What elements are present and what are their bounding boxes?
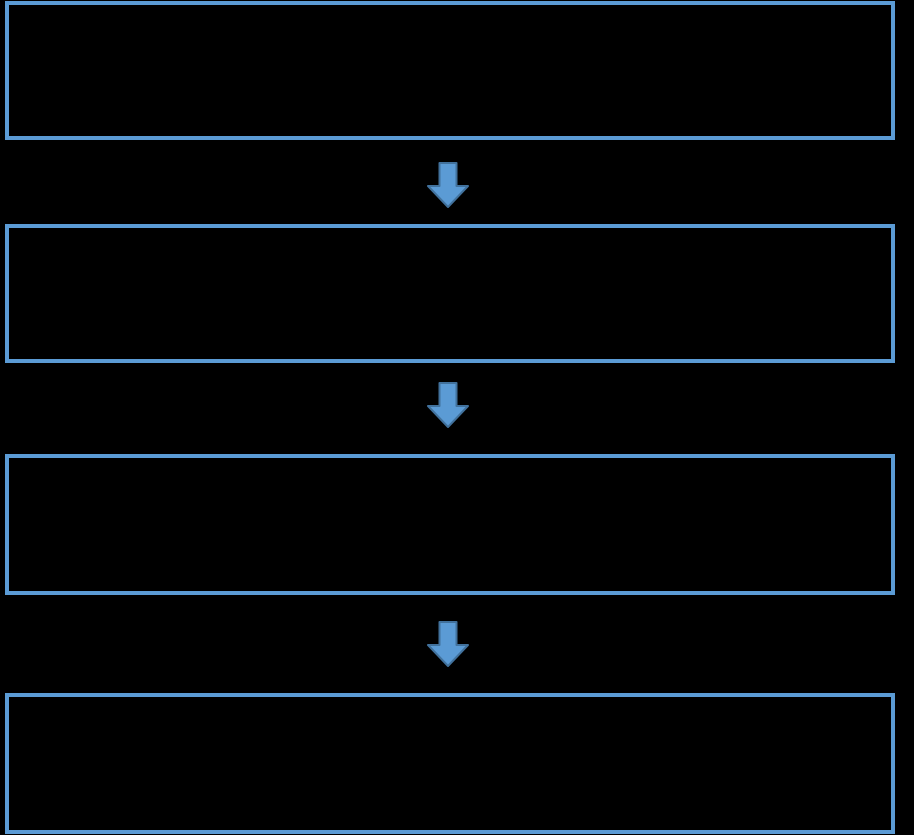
flow-step-1-box <box>5 1 895 140</box>
flow-step-3-box <box>5 454 895 595</box>
down-arrow-icon <box>426 382 470 428</box>
flow-step-2-box <box>5 224 895 363</box>
down-arrow-icon <box>426 162 470 208</box>
down-arrow-icon <box>426 621 470 667</box>
flow-step-4-box <box>5 693 895 834</box>
